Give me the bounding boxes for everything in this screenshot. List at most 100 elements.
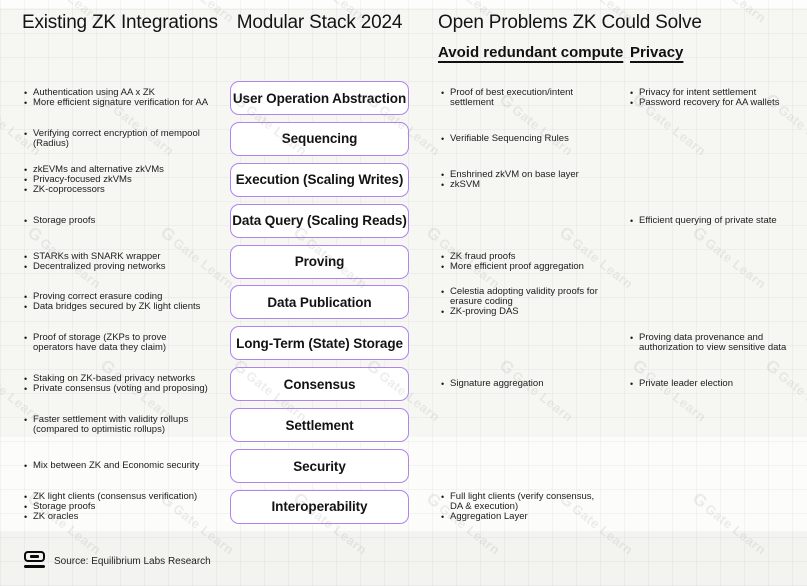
note-item: • zkSVM bbox=[441, 178, 637, 190]
note-item: •zkEVMs and alternative zkVMs bbox=[24, 163, 228, 175]
background-band-top bbox=[0, 0, 807, 8]
note-item: •ZK fraud proofs bbox=[441, 251, 637, 262]
note-text: Faster settlement with validity rollups … bbox=[33, 414, 189, 436]
note-text: Aggregation Layer bbox=[450, 510, 528, 522]
note-item: • Password recovery for AA wallets bbox=[630, 97, 807, 109]
bullet-icon: • bbox=[24, 501, 28, 512]
compute-notes: •ZK fraud proofs• More efficient proof ag… bbox=[441, 251, 637, 272]
note-item: •ZK-coprocessors bbox=[24, 184, 228, 195]
stack-layer-box: Sequencing bbox=[230, 121, 409, 156]
note-text: Storage proofs bbox=[33, 500, 96, 512]
bullet-icon: • bbox=[441, 511, 445, 522]
compute-notes: •Full light clients (verify consensus, D… bbox=[441, 491, 637, 522]
note-item: • Authentication using AA x ZK bbox=[24, 87, 228, 99]
note-item: • Privacy for intent settlement bbox=[630, 87, 807, 99]
note-text: Password recovery for AA wallets bbox=[639, 97, 780, 108]
existing-notes: •STARKs with SNARK wrapper•Decentralized… bbox=[24, 250, 228, 272]
note-text: Decentralized proving networks bbox=[33, 260, 166, 272]
note-text: zkSVM bbox=[450, 178, 481, 190]
bullet-icon: • bbox=[441, 88, 445, 98]
stack-row: •Proof of storage (ZKPs to prove operato… bbox=[0, 326, 807, 361]
note-item: •Proof of storage (ZKPs to prove operato… bbox=[24, 333, 228, 353]
bullet-icon: • bbox=[441, 379, 445, 390]
note-text: Privacy for intent settlement bbox=[639, 87, 757, 98]
note-item: •Data bridges secured by ZK light client… bbox=[24, 302, 228, 313]
note-text: ZK light clients (consensus verification… bbox=[33, 490, 198, 502]
bullet-icon: • bbox=[630, 98, 634, 108]
note-text: More efficient proof aggregation bbox=[450, 260, 584, 272]
stack-layer-box: Data Publication bbox=[230, 285, 409, 320]
existing-notes: •Staking on ZK-based privacy networks•Pr… bbox=[24, 373, 228, 395]
open-problems-title: Open Problems ZK Could Solve bbox=[438, 12, 702, 33]
existing-notes: • ZK light clients (consensus verificatio… bbox=[24, 490, 228, 522]
note-text: Mix between ZK and Economic security bbox=[33, 460, 200, 472]
note-text: Authentication using AA x ZK bbox=[33, 87, 155, 98]
note-item: •STARKs with SNARK wrapper bbox=[24, 250, 228, 262]
stack-rows: • Authentication using AA x ZK • More effic… bbox=[0, 81, 807, 531]
bullet-icon: • bbox=[630, 215, 634, 226]
equilibrium-logo-icon bbox=[24, 551, 46, 568]
existing-notes: •Faster settlement with validity rollups… bbox=[24, 415, 228, 435]
bullet-icon: • bbox=[24, 215, 28, 226]
bullet-icon: • bbox=[24, 302, 28, 313]
background-band-bottom bbox=[0, 531, 807, 586]
stack-row: • ZK light clients (consensus verificatio… bbox=[0, 489, 807, 524]
avoid-redundant-compute-subheader: Avoid redundant compute bbox=[438, 44, 624, 61]
note-text: STARKs with SNARK wrapper bbox=[33, 250, 161, 262]
stack-row: •Verifying correct encryption of mempool… bbox=[0, 121, 807, 156]
bullet-icon: • bbox=[630, 379, 634, 390]
stack-layer-box: Data Query (Scaling Reads) bbox=[230, 203, 409, 238]
note-text: Proving data provenance and authorizatio… bbox=[639, 332, 787, 354]
privacy-notes: • Proving data provenance and authorizati… bbox=[630, 333, 807, 353]
modular-stack-title: Modular Stack 2024 bbox=[236, 12, 403, 33]
note-item: • Storage proofs bbox=[24, 500, 228, 512]
stack-row: • Authentication using AA x ZK • More effic… bbox=[0, 81, 807, 115]
bullet-icon: • bbox=[630, 88, 634, 98]
note-text: More efficient signature verification fo… bbox=[33, 97, 209, 108]
note-text: Signature aggregation bbox=[450, 378, 544, 390]
privacy-notes: • Private leader election bbox=[630, 378, 807, 390]
note-text: Private leader election bbox=[639, 378, 733, 390]
stack-row: •Storage proofs Data Query (Scaling Read… bbox=[0, 203, 807, 238]
stack-row: •Mix between ZK and Economic security Se… bbox=[0, 449, 807, 484]
note-item: •Enshrined zkVM on base layer bbox=[441, 169, 637, 180]
bullet-icon: • bbox=[24, 98, 28, 108]
existing-notes: •Proof of storage (ZKPs to prove operato… bbox=[24, 333, 228, 353]
bullet-icon: • bbox=[441, 261, 445, 272]
bullet-icon: • bbox=[441, 179, 445, 190]
stack-layer-box: Proving bbox=[230, 244, 409, 279]
stack-row: •Faster settlement with validity rollups… bbox=[0, 408, 807, 443]
note-text: Private consensus (voting and proposing) bbox=[33, 383, 208, 395]
note-item: • More efficient signature verification f… bbox=[24, 97, 228, 109]
existing-notes: • Authentication using AA x ZK • More effic… bbox=[24, 87, 228, 109]
note-item: •Private consensus (voting and proposing… bbox=[24, 383, 228, 395]
privacy-notes: • Privacy for intent settlement • Password … bbox=[630, 87, 807, 109]
note-item: •Mix between ZK and Economic security bbox=[24, 460, 228, 472]
bullet-icon: • bbox=[24, 511, 28, 522]
compute-notes: • Celestia adopting validity proofs for e… bbox=[441, 286, 637, 318]
note-text: Privacy-focused zkVMs bbox=[33, 173, 132, 185]
bullet-icon: • bbox=[630, 333, 634, 344]
bullet-icon: • bbox=[441, 287, 445, 298]
note-text: Celestia adopting validity proofs for er… bbox=[450, 286, 598, 308]
note-item: •ZK-proving DAS bbox=[441, 307, 637, 318]
note-item: • Efficient querying of private state bbox=[630, 214, 807, 226]
existing-notes: •Verifying correct encryption of mempool… bbox=[24, 127, 228, 149]
stack-row: •Staking on ZK-based privacy networks•Pr… bbox=[0, 367, 807, 402]
note-item: •Verifying correct encryption of mempool… bbox=[24, 127, 228, 149]
note-text: Efficient querying of private state bbox=[639, 214, 777, 226]
note-item: • More efficient proof aggregation bbox=[441, 260, 637, 272]
bullet-icon: • bbox=[24, 333, 28, 344]
existing-notes: •Proving correct erasure coding•Data bri… bbox=[24, 292, 228, 313]
note-item: • Proving data provenance and authorizati… bbox=[630, 333, 807, 353]
stack-layer-box: Security bbox=[230, 449, 409, 484]
note-text: Verifying correct encryption of mempool … bbox=[33, 127, 200, 149]
note-text: zkEVMs and alternative zkVMs bbox=[33, 163, 164, 175]
bullet-icon: • bbox=[24, 88, 28, 98]
bullet-icon: • bbox=[441, 251, 445, 262]
note-text: Verifiable Sequencing Rules bbox=[450, 132, 569, 144]
note-text: Staking on ZK-based privacy networks bbox=[33, 373, 196, 385]
stack-row: •zkEVMs and alternative zkVMs • Privacy-fo… bbox=[0, 162, 807, 197]
